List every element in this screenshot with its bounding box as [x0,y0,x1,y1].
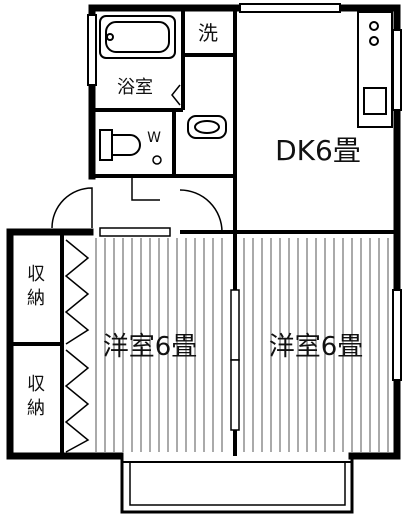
bath-step-icon [171,84,181,106]
window-right-room [392,289,402,381]
bathtub-icon [99,15,176,59]
storage-doors [64,239,90,453]
window-dk-top [239,3,341,13]
window-bath [87,14,97,86]
entry-door-swing [51,187,93,229]
toilet-icon [99,129,141,161]
door-swings [51,176,223,233]
room-label-bath: 浴室 [117,77,153,98]
room-label-wc: W [147,130,161,146]
wc-light-icon [152,155,162,165]
room-label-western-left: 洋室6畳 [103,332,198,362]
wc-door [131,176,160,201]
room-label-dk: DK6畳 [275,134,361,167]
balcony [120,456,354,514]
storage-label-bottom: 収納 [27,374,45,419]
kitchen-counter [357,11,393,128]
room-label-wash: 洗 [198,21,218,45]
wall-left-outer [6,228,124,460]
storage-label-top: 収納 [27,264,45,309]
windows [87,3,402,381]
room-label-western-right: 洋室6畳 [269,332,364,362]
floor-stripes-right [243,238,389,452]
wash-basin-icon [187,115,227,139]
window-dk-right [392,29,402,111]
floor-stripes-left [95,238,223,452]
sliding-doors [99,227,240,431]
wall-upper-outer [88,4,401,236]
left-room-door-swing [179,189,223,233]
